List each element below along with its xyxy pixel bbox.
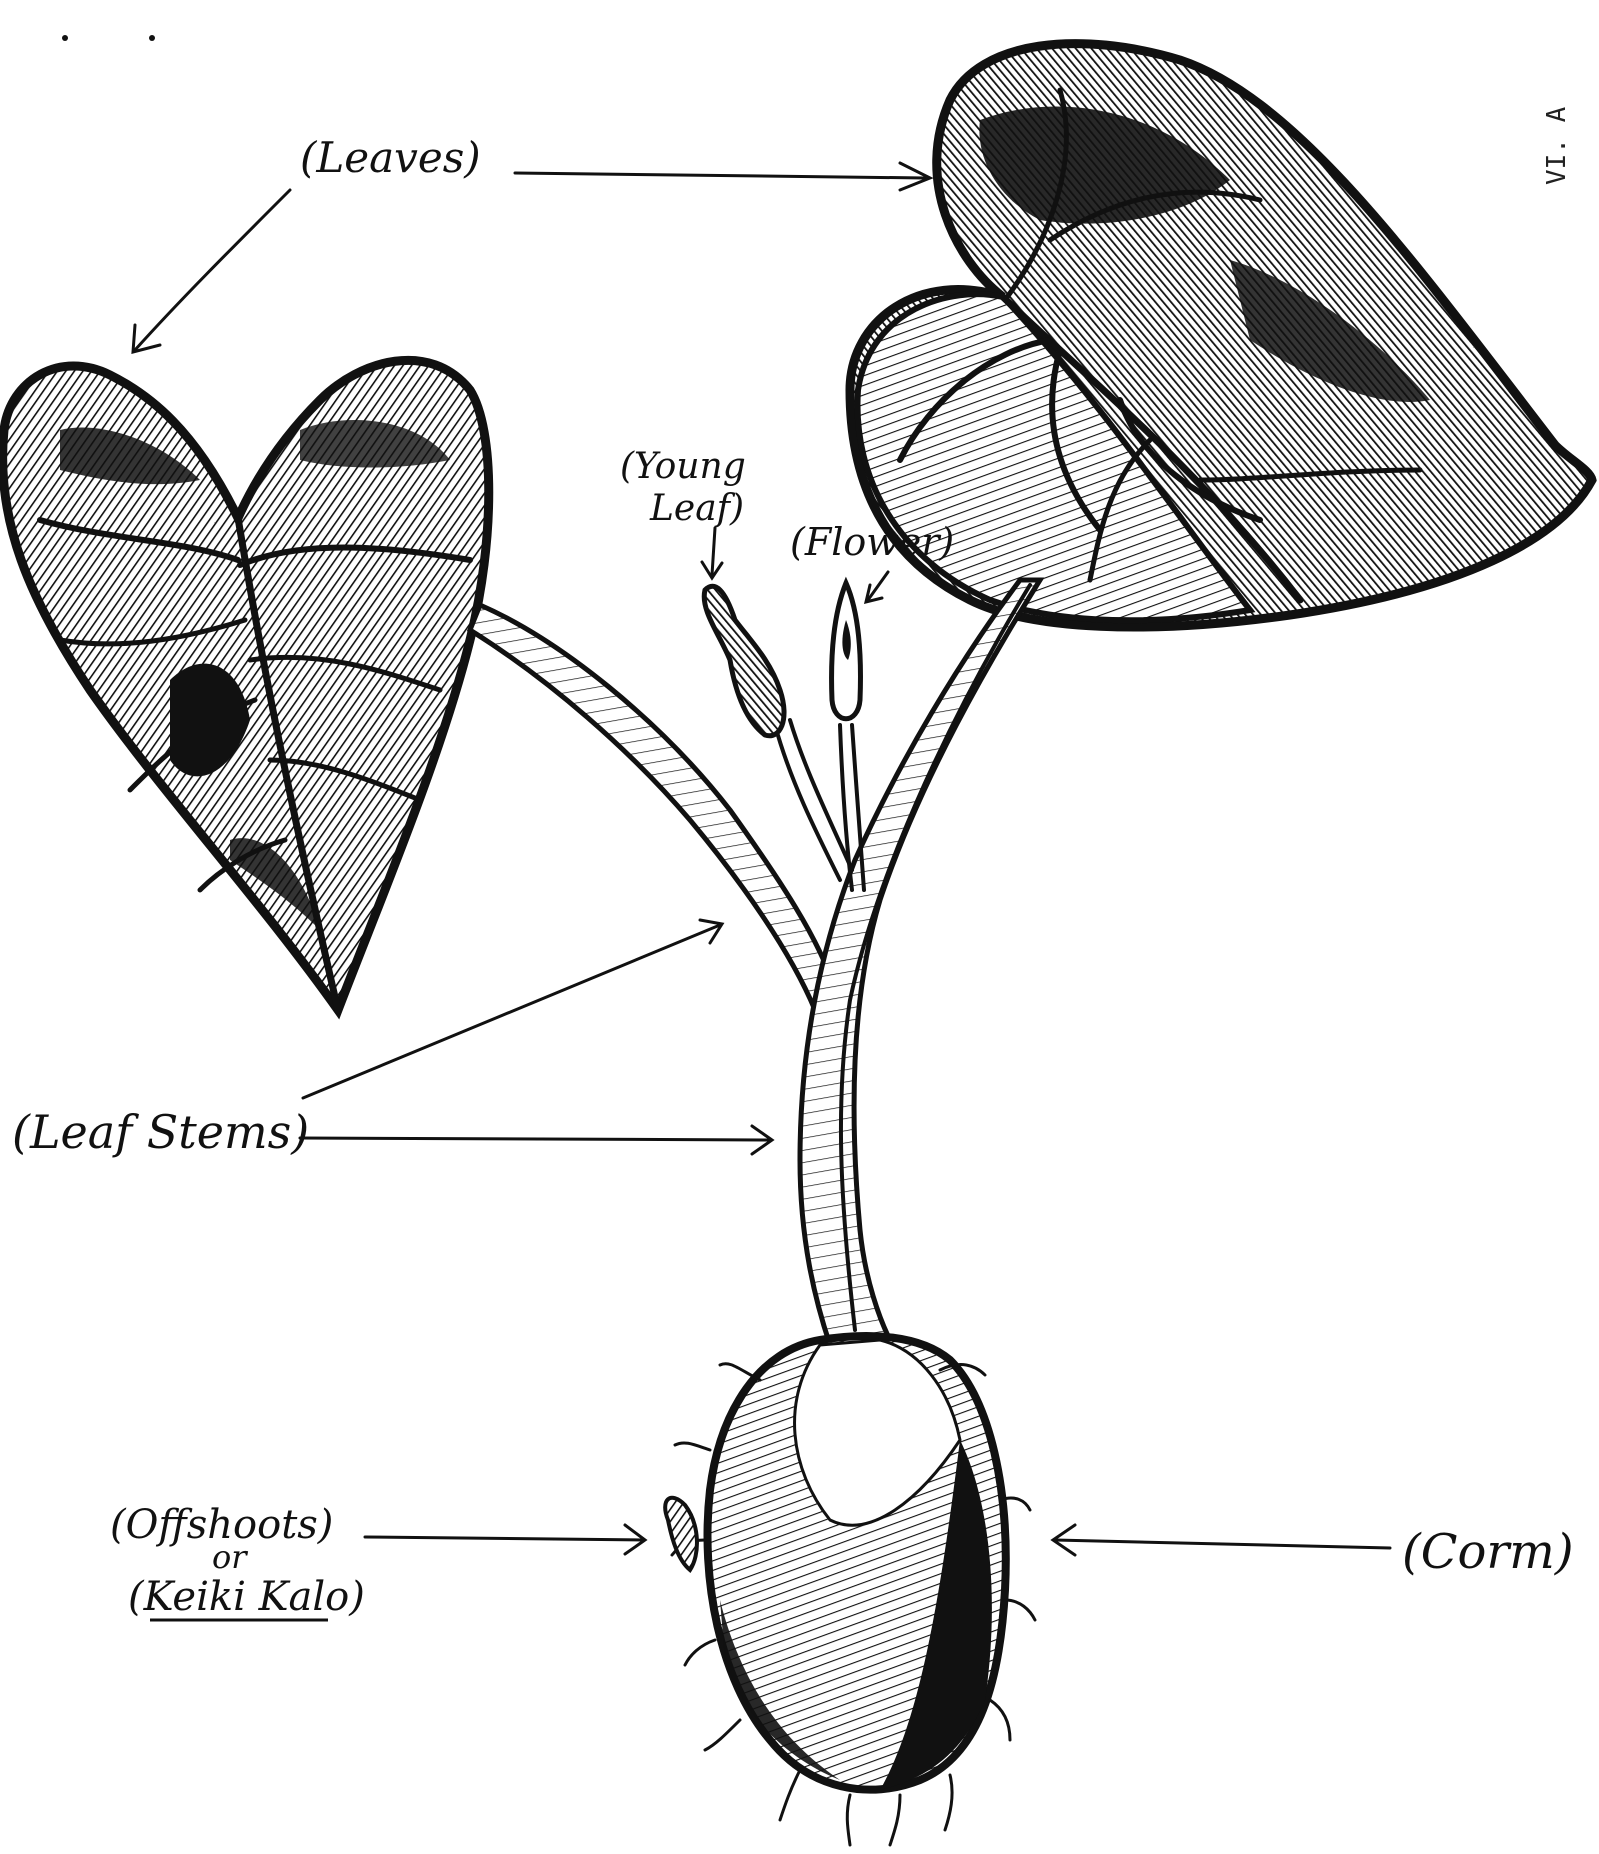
plate-id: VI. A [1542, 106, 1572, 185]
label-young-leaf-line1: (Young [620, 446, 746, 487]
right-leaf [850, 44, 1592, 627]
corm [672, 1336, 1035, 1845]
label-leaf-stems: (Leaf Stems) [12, 1105, 309, 1159]
left-leaf [3, 360, 489, 1010]
flower [832, 583, 861, 719]
label-flower: (Flower) [790, 520, 954, 564]
label-corm: (Corm) [1402, 1524, 1574, 1580]
label-leaves: (Leaves) [300, 133, 481, 182]
label-keiki-kalo: (Keiki Kalo) [128, 1574, 365, 1620]
label-or: or [212, 1538, 248, 1576]
stray-dots [62, 35, 155, 41]
offshoot-bud [665, 1498, 697, 1570]
young-leaf [704, 586, 784, 736]
label-young-leaf-line2: Leaf) [649, 488, 744, 529]
